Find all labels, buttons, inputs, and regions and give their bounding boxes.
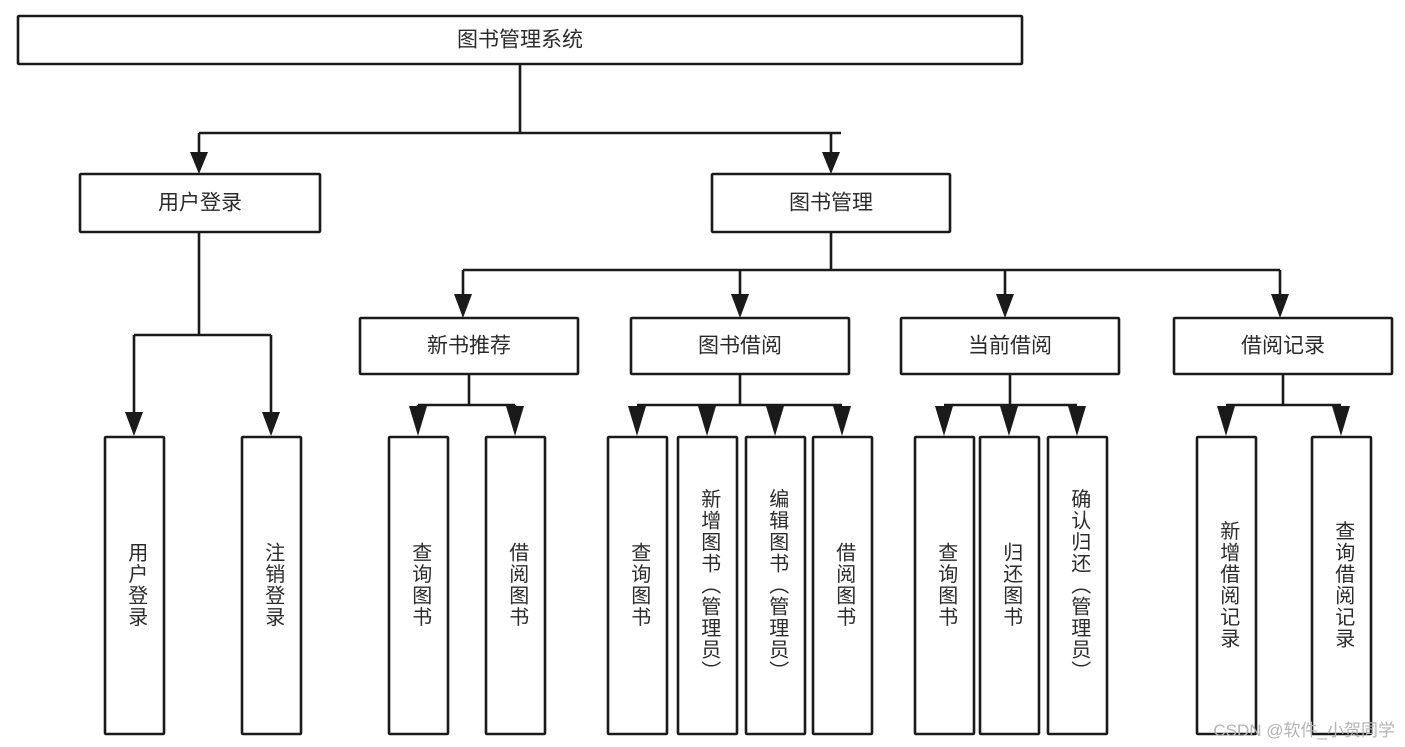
arrow-head-leaf-logout-login [262,412,280,436]
node-leaf-borrow-book-1[interactable]: 借阅图书 [484,435,547,736]
node-leaf-add-record-label: 新增借阅记录 [1217,520,1240,649]
node-leaf-borrow-book-2[interactable]: 借阅图书 [811,435,874,736]
arrow-head-leaf-query-record [1332,406,1350,436]
node-leaf-return-book-label: 归还图书 [1000,542,1023,628]
node-root[interactable]: 图书管理系统 [16,14,1024,66]
arrow-head-leaf-add-book [698,406,716,436]
node-borrow-record[interactable]: 借阅记录 [1172,316,1394,376]
arrow-head-leaf-add-record [1217,406,1235,436]
arrow-head-leaf-confirm-return [1068,406,1086,436]
node-current-borrow-label: 当前借阅 [968,335,1052,358]
node-leaf-logout-login[interactable]: 注销登录 [240,435,303,736]
node-borrow-record-label: 借阅记录 [1241,335,1325,358]
arrow-head-leaf-edit-book [766,406,784,436]
arrow-head-leaf-borrow-book-1 [506,406,524,436]
arrow-head-leaf-query-book-2 [628,406,646,436]
arrow-head-leaf-query-book-1 [409,406,427,436]
node-leaf-user-login[interactable]: 用户登录 [103,435,166,736]
node-leaf-user-login-label: 用户登录 [125,542,148,628]
node-leaf-query-book-1[interactable]: 查询图书 [387,435,450,736]
node-leaf-borrow-book-1-label: 借阅图书 [506,542,529,628]
node-leaf-edit-book-label: 编辑图书（管理员） [766,488,789,682]
node-leaf-add-record[interactable]: 新增借阅记录 [1195,435,1258,736]
arrow-head-leaf-query-book-3 [935,406,953,436]
node-leaf-add-book-label: 新增图书（管理员） [698,488,721,682]
node-leaf-query-book-2-label: 查询图书 [628,542,651,628]
node-leaf-query-book-3-label: 查询图书 [935,542,958,628]
node-leaf-query-book-3[interactable]: 查询图书 [913,435,976,736]
arrow-head-book-manage [822,152,840,174]
node-root-label: 图书管理系统 [457,29,583,52]
node-new-book-recommend[interactable]: 新书推荐 [358,316,580,376]
node-leaf-return-book[interactable]: 归还图书 [978,435,1041,736]
node-current-borrow[interactable]: 当前借阅 [899,316,1121,376]
node-user-login-label: 用户登录 [158,192,242,215]
node-leaf-add-book[interactable]: 新增图书（管理员） [676,435,739,736]
node-book-manage-label: 图书管理 [789,192,873,215]
connector-layer [125,64,1350,436]
node-leaf-query-book-1-label: 查询图书 [409,542,432,628]
arrow-head-current-borrow [996,294,1014,318]
arrow-head-new-book-recommend [454,294,472,318]
node-leaf-edit-book[interactable]: 编辑图书（管理员） [744,435,807,736]
node-leaf-query-record-label: 查询借阅记录 [1332,520,1355,649]
arrow-head-user-login [190,152,208,174]
arrow-head-borrow-record [1271,294,1289,318]
node-leaf-confirm-return-label: 确认归还（管理员） [1068,488,1091,682]
node-leaf-query-record[interactable]: 查询借阅记录 [1310,435,1373,736]
node-leaf-confirm-return[interactable]: 确认归还（管理员） [1046,435,1109,736]
arrow-head-leaf-return-book [1000,406,1018,436]
node-new-book-recommend-label: 新书推荐 [427,335,511,358]
node-user-login[interactable]: 用户登录 [78,172,322,234]
node-book-borrow[interactable]: 图书借阅 [629,316,851,376]
node-leaf-logout-login-label: 注销登录 [262,542,285,628]
watermark: CSDN @软件_小贺同学 [1213,721,1395,740]
node-book-manage[interactable]: 图书管理 [710,172,952,234]
node-book-borrow-label: 图书借阅 [698,335,782,358]
node-leaf-query-book-2[interactable]: 查询图书 [606,435,669,736]
arrow-head-leaf-borrow-book-2 [833,406,851,436]
node-leaf-borrow-book-2-label: 借阅图书 [833,542,856,628]
arrow-head-book-borrow [731,294,749,318]
arrow-head-leaf-user-login [125,412,143,436]
